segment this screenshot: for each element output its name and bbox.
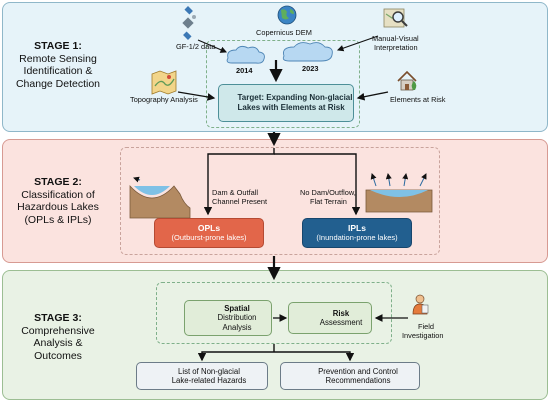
risk-box: Risk Assessment xyxy=(288,302,372,334)
stage2-line2: Classification of xyxy=(21,188,95,201)
ipl-lake-icon xyxy=(365,173,433,213)
map-icon xyxy=(151,70,177,95)
stage3-dashed-group xyxy=(156,282,392,344)
opl-title: OPLs xyxy=(197,223,221,233)
spatial-3: Analysis xyxy=(222,322,252,332)
year-a: 2014 xyxy=(236,66,253,75)
stage2-dashed-group xyxy=(120,147,440,255)
stage2-line4: (OPLs & IPLs) xyxy=(24,213,92,226)
stage1-line3: Identification & xyxy=(23,65,93,77)
dam-line2: Channel Present xyxy=(212,197,268,206)
field-1: Field xyxy=(418,322,435,331)
stage3-title: STAGE 3: Comprehensive Analysis & Outcom… xyxy=(4,312,112,362)
nodam-line1: No Dam/Outflow, xyxy=(300,188,356,197)
spatial-box: Spatial Distribution Analysis xyxy=(184,300,272,336)
out2-1: Prevention and Control xyxy=(318,366,398,376)
manual-label-2: Interpretation xyxy=(374,43,418,52)
nodam-line2: Flat Terrain xyxy=(310,197,347,206)
person-icon xyxy=(412,294,429,315)
outcome-list-box: List of Non-glacial Lake-related Hazards xyxy=(136,362,268,390)
target-box: Target: Expanding Non-glacial Lakes with… xyxy=(218,84,354,122)
stage2-title: STAGE 2: Classification of Hazardous Lak… xyxy=(4,176,112,226)
house-icon xyxy=(397,70,417,91)
topo-label: Topography Analysis xyxy=(130,95,198,104)
stage1-line4: Change Detection xyxy=(15,77,101,90)
out2-2: Recommendations xyxy=(325,376,391,385)
target-line2: Lakes with Elements at Risk xyxy=(237,103,345,112)
stage2-heading: STAGE 2: xyxy=(34,176,82,188)
ipl-sub: (Inundation-prone lakes) xyxy=(316,233,398,242)
stage1-heading: STAGE 1: xyxy=(34,40,82,52)
opl-box: OPLs (Outburst-prone lakes) xyxy=(154,218,264,248)
year-b: 2023 xyxy=(302,64,319,73)
stage3-line3: Analysis & xyxy=(33,337,83,349)
satellite-icon xyxy=(182,6,196,40)
spatial-1: Spatial xyxy=(224,303,250,313)
ipl-box: IPLs (Inundation-prone lakes) xyxy=(302,218,412,248)
target-line1: Target: Expanding Non-glacial xyxy=(237,92,353,102)
opl-lake-icon xyxy=(129,176,191,219)
magnifier-map-icon xyxy=(383,8,408,28)
lake-cloud-icon xyxy=(226,45,265,64)
dem-label: Copernicus DEM xyxy=(256,28,312,37)
stage3-line4: Outcomes xyxy=(34,349,82,362)
out1-2: Lake-related Hazards xyxy=(171,376,247,385)
elements-label: Elements at Risk xyxy=(390,95,446,104)
manual-label-1: Manual-Visual xyxy=(372,34,419,43)
risk-1: Risk xyxy=(332,308,350,318)
stage3-heading: STAGE 3: xyxy=(34,312,82,324)
spatial-2: Distribution xyxy=(217,313,257,323)
stage2-line3: Hazardous Lakes xyxy=(17,201,99,213)
stage2-panel xyxy=(2,139,548,263)
opl-sub: (Outburst-prone lakes) xyxy=(171,233,247,242)
out1-1: List of Non-glacial xyxy=(178,366,240,376)
stage1-dashed-group xyxy=(206,40,360,128)
stage3-line2: Comprehensive xyxy=(21,324,95,337)
risk-2: Assessment xyxy=(319,318,363,327)
globe-icon xyxy=(277,5,297,25)
stage3-panel xyxy=(2,270,548,400)
stage1-title: STAGE 1: Remote Sensing Identification &… xyxy=(4,40,112,90)
stage1-line2: Remote Sensing xyxy=(19,52,97,65)
ipl-title: IPLs xyxy=(348,223,366,233)
gf-label: GF-1/2 data xyxy=(176,42,216,51)
outcome-recommend-box: Prevention and Control Recommendations xyxy=(280,362,420,390)
dam-line1: Dam & Outfall xyxy=(212,188,259,197)
lake-cloud-icon xyxy=(282,42,333,62)
field-2: Investigation xyxy=(402,331,444,340)
